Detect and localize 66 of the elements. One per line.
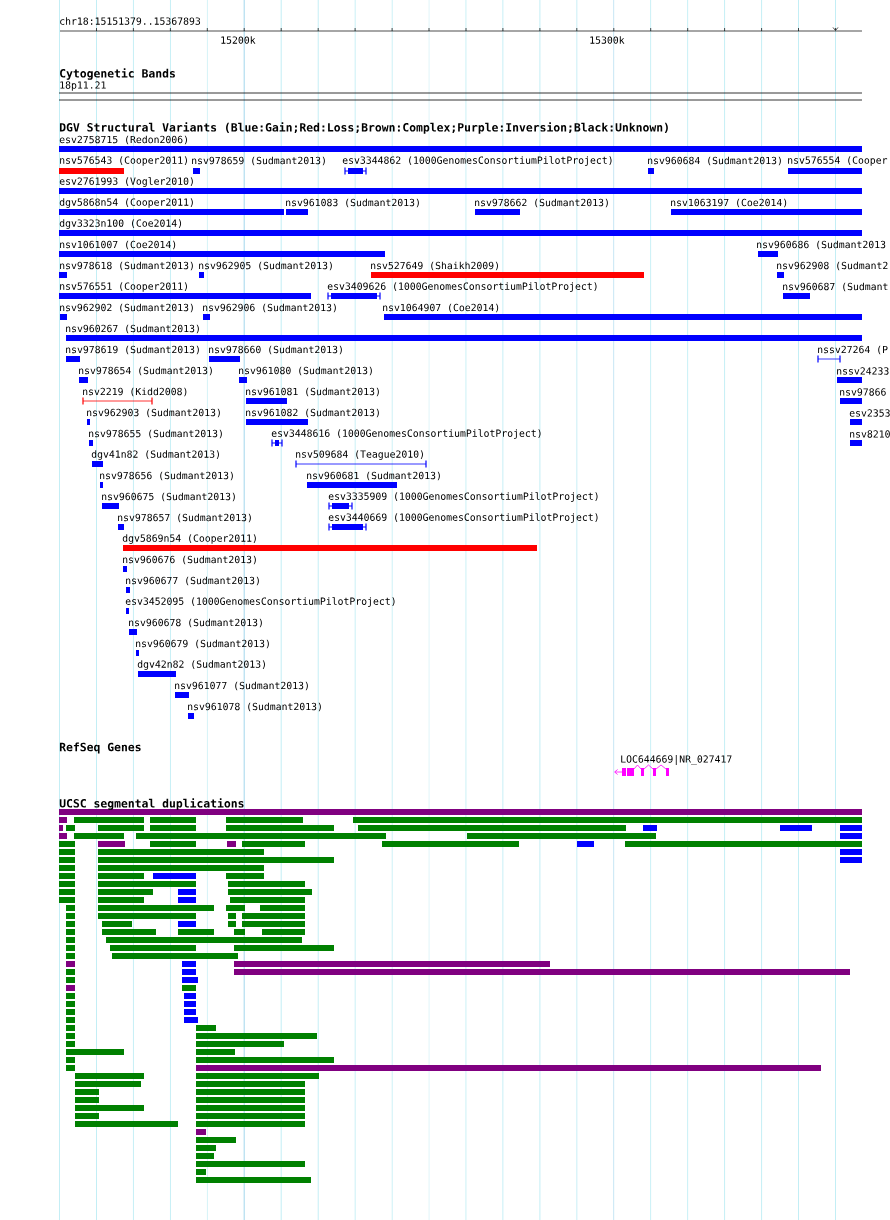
- feature-label: nsv960687 (Sudmant: [783, 282, 888, 292]
- feature-label: nsv961082 (Sudmant2013): [246, 408, 379, 418]
- feature-label: nsv962905 (Sudmant2013): [199, 261, 332, 271]
- axis-label: 15300k: [590, 36, 625, 44]
- feature-label: nsv978618 (Sudmant2013): [60, 261, 193, 271]
- feature-label: nsv960267 (Sudmant2013): [66, 324, 199, 334]
- feature-label: nsv576551 (Cooper2011): [60, 282, 187, 292]
- feature-label: nssv27264 (P: [818, 345, 888, 355]
- feature-label: nsv962906 (Sudmant2013): [203, 303, 336, 313]
- feature-label: nsv978656 (Sudmant2013): [100, 471, 233, 481]
- feature-label: esv3440669 (1000GenomesConsortiumPilotProject): [328, 513, 598, 523]
- feature-label: nsv960676 (Sudmant2013): [123, 555, 256, 565]
- feature-label: esv3344862 (1000GenomesConsortiumPilotProject): [342, 156, 612, 166]
- feature-label: nsv961081 (Sudmant2013): [246, 387, 379, 397]
- feature-label: nsv1064907 (Coe2014): [383, 303, 499, 313]
- feature-label: nsv961083 (Sudmant2013): [286, 198, 419, 208]
- feature-label: dgv5868n54 (Cooper2011): [59, 198, 193, 208]
- feature-label: nsv962902 (Sudmant2013): [60, 303, 193, 313]
- track-heading: Cytogenetic Bands: [60, 68, 175, 80]
- feature-label: nsv960681 (Sudmant2013): [307, 471, 440, 481]
- feature-label: nsv961077 (Sudmant2013): [175, 681, 308, 691]
- feature-label: nssv24233: [837, 367, 889, 375]
- feature-label: nsv978619 (Sudmant2013): [66, 345, 199, 355]
- feature-label: dgv5869n54 (Cooper2011): [122, 534, 256, 544]
- feature-label: nsv961078 (Sudmant2013): [188, 702, 321, 712]
- feature-label: nsv962908 (Sudmant2: [777, 261, 888, 271]
- feature-label: nsv960686 (Sudmant2013: [757, 240, 886, 250]
- feature-label: dgv3323n100 (Coe2014): [59, 219, 182, 229]
- feature-label: dgv42n82 (Sudmant2013): [137, 660, 265, 670]
- band-label: 18p11.21: [60, 81, 106, 91]
- feature-label: esv2761993 (Vogler2010): [59, 177, 193, 187]
- feature-label: esv3448616 (1000GenomesConsortiumPilotProject): [271, 429, 541, 439]
- track-heading: DGV Structural Variants (Blue:Gain;Red:Loss;Brown:Complex;Purple:Inversion;Black:Unknown): [59, 122, 668, 134]
- feature-label: nsv978654 (Sudmant2013): [79, 366, 212, 376]
- feature-label: nsv509684 (Teague2010): [296, 450, 423, 460]
- feature-label: nsv962903 (Sudmant2013): [87, 408, 220, 418]
- feature-label: nsv978657 (Sudmant2013): [118, 513, 251, 523]
- track-heading: RefSeq Genes: [59, 742, 141, 754]
- feature-label: nsv1061007 (Coe2014): [60, 240, 176, 250]
- feature-label: nsv978662 (Sudmant2013): [475, 198, 608, 208]
- feature-label: nsv960679 (Sudmant2013): [136, 639, 269, 649]
- feature-label: nsv978655 (Sudmant2013): [89, 429, 222, 439]
- feature-label: esv3409626 (1000GenomesConsortiumPilotProject): [327, 282, 597, 292]
- feature-label: esv3452095 (1000GenomesConsortiumPilotProject): [125, 597, 395, 607]
- feature-label: esv2758715 (Redon2006): [59, 135, 187, 145]
- feature-label: nsv576543 (Cooper2011): [60, 156, 187, 166]
- feature-label: dgv41n82 (Sudmant2013): [91, 450, 219, 460]
- feature-label: nsv978659 (Sudmant2013): [192, 156, 325, 166]
- feature-label: nsv1063197 (Coe2014): [671, 198, 787, 208]
- position-label: chr18:15151379..15367893: [60, 17, 201, 25]
- feature-label: nsv978660 (Sudmant2013): [209, 345, 342, 355]
- gene-label: LOC644669|NR_027417: [621, 755, 732, 765]
- feature-label: nsv961080 (Sudmant2013): [239, 366, 372, 376]
- feature-label: nsv960684 (Sudmant2013): [648, 156, 781, 166]
- feature-label: esv2353: [849, 409, 890, 417]
- feature-label: esv3335909 (1000GenomesConsortiumPilotProject): [328, 492, 598, 502]
- feature-label: nsv527649 (Shaikh2009): [371, 261, 498, 271]
- feature-label: nsv97866: [840, 388, 886, 396]
- feature-label: nsv576554 (Cooper: [788, 156, 888, 166]
- feature-label: nsv960677 (Sudmant2013): [126, 576, 259, 586]
- feature-label: nsv960675 (Sudmant2013): [102, 492, 235, 502]
- feature-label: nsv960678 (Sudmant2013): [129, 618, 262, 628]
- feature-label: nsv8210: [850, 430, 890, 438]
- axis-label: 15200k: [221, 36, 256, 44]
- feature-label: nsv2219 (Kidd2008): [83, 387, 187, 397]
- track-heading: UCSC segmental duplications: [59, 798, 244, 810]
